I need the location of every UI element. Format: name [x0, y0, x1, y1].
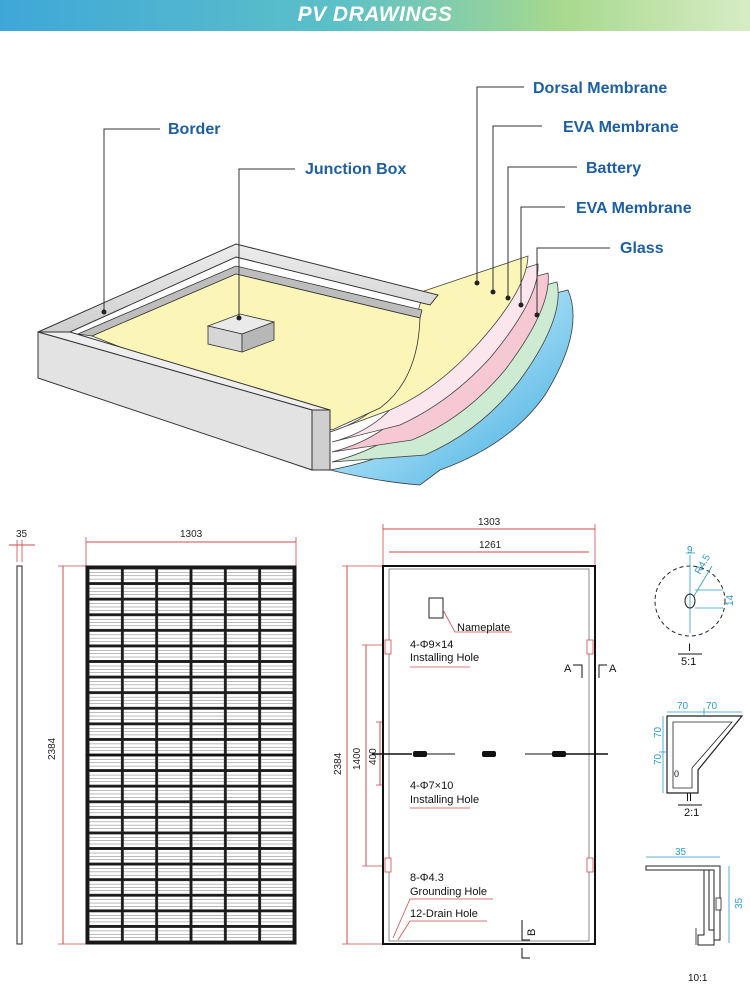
solar-cell-grid	[86, 568, 296, 942]
callout-leaders	[103, 86, 610, 318]
detail-1: 9 R4.5 14 I 5:1	[654, 545, 736, 668]
installing-hole-2-spec: 4-Φ7×10	[410, 780, 453, 792]
back-height-dim: 2384	[333, 752, 344, 775]
detail-2-top-right: 70	[706, 701, 718, 712]
frame-end-face	[311, 409, 331, 471]
detail-1-scale: 5:1	[681, 656, 696, 668]
grounding-hole-label: Grounding Hole	[410, 886, 487, 898]
detail-1-roman: I	[688, 642, 691, 654]
section-b: B	[526, 929, 538, 936]
installing-span-dim: 1400	[352, 747, 363, 770]
front-height-dim: 2384	[47, 737, 58, 760]
junction-box	[206, 313, 276, 353]
exploded-panel-view: Border Junction Box Dorsal Membrane EVA …	[37, 80, 692, 486]
side-view: 35	[9, 529, 35, 945]
detail-1-width: 9	[687, 545, 693, 556]
nameplate-box	[428, 597, 444, 619]
installing-hole-1-label: Installing Hole	[410, 652, 479, 664]
short-span-dim: 400	[368, 748, 379, 765]
back-outer-width-dim: 1303	[478, 517, 501, 528]
grounding-hole-spec: 8-Φ4.3	[410, 872, 444, 884]
front-view: 1303 2384	[47, 529, 297, 945]
panel-surface	[90, 273, 421, 431]
border-label: Border	[168, 121, 220, 138]
svg-text:0: 0	[674, 769, 679, 779]
eva-membrane-label-2: EVA Membrane	[576, 200, 692, 217]
eva-membrane-label-1: EVA Membrane	[563, 119, 679, 136]
dorsal-membrane-label: Dorsal Membrane	[533, 80, 667, 97]
detail-2-left-top: 70	[653, 726, 664, 738]
detail-3: 35 35 10:1	[645, 847, 745, 984]
detail-2-left-bottom: 70	[653, 753, 664, 765]
section-a-right: A	[609, 663, 617, 675]
detail-2: 70 70 70 70 0 II 2:1	[653, 701, 744, 819]
section-a-left: A	[564, 663, 572, 675]
glass-label: Glass	[620, 240, 664, 257]
title-banner: PV DRAWINGS	[0, 0, 750, 31]
nameplate-label: Nameplate	[457, 622, 510, 634]
page-title: PV DRAWINGS	[297, 3, 453, 26]
back-view: 1303 1261 2384 1400 400 Nameplate	[333, 517, 617, 959]
detail-3-scale: 10:1	[688, 973, 708, 984]
installing-hole-2-label: Installing Hole	[410, 794, 479, 806]
detail-1-radius: R4.5	[693, 552, 713, 576]
detail-1-height: 14	[725, 594, 736, 606]
side-thickness-dim: 35	[16, 529, 28, 540]
battery-label: Battery	[586, 160, 641, 177]
back-inner-width-dim: 1261	[479, 540, 502, 551]
detail-2-top-left: 70	[677, 701, 689, 712]
detail-3-width: 35	[675, 847, 687, 858]
detail-2-roman: II	[686, 792, 692, 804]
drain-hole-label: 12-Drain Hole	[410, 908, 478, 920]
detail-3-height: 35	[734, 897, 745, 909]
junction-box-label: Junction Box	[305, 161, 406, 178]
callout-dots	[101, 280, 540, 321]
installing-hole-1-spec: 4-Φ9×14	[410, 639, 453, 651]
front-width-dim: 1303	[180, 529, 203, 540]
detail-2-scale: 2:1	[684, 807, 699, 819]
